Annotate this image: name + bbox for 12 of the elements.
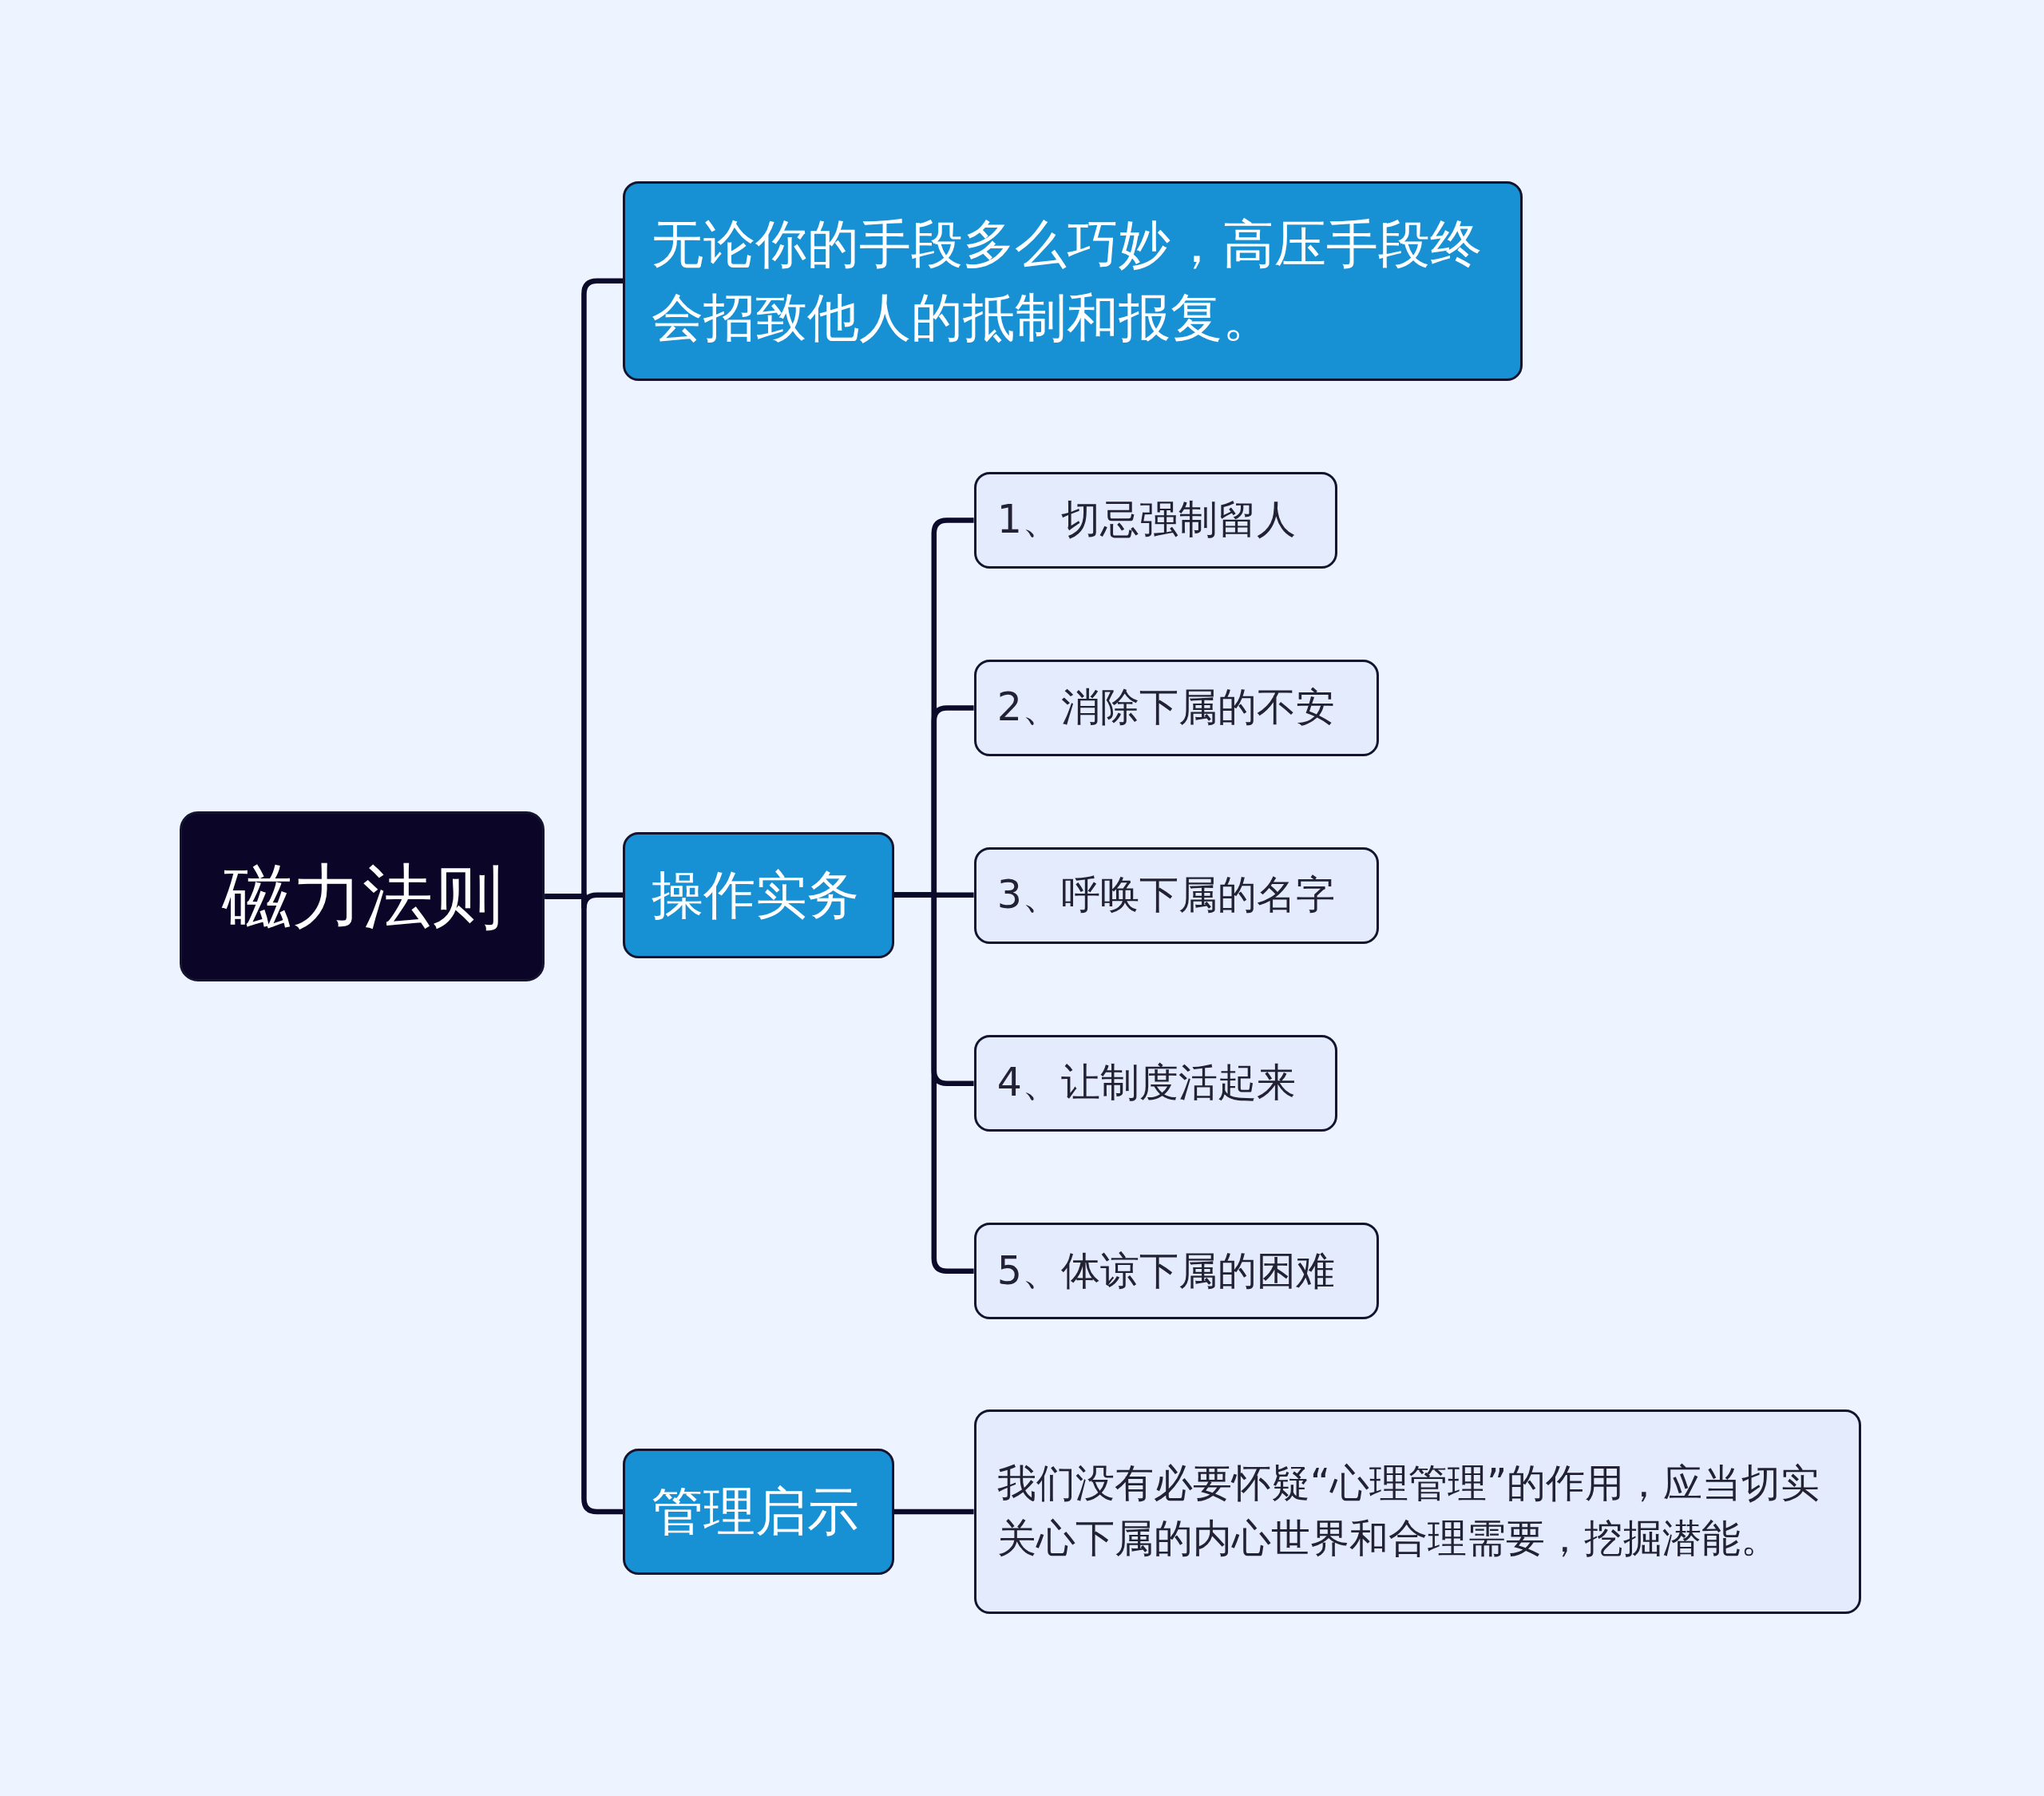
connector-line [894,892,974,1275]
subtopic-box: 1、切忌强制留人 [973,472,1338,569]
root-topic-box: 磁力法则 [180,811,545,982]
subtopic-box: 4、让制度活起来 [973,1035,1338,1132]
subtopic-box: 2、消除下属的不安 [973,660,1380,756]
connector-line [894,1509,974,1515]
subtopic-box: 5、体谅下属的困难 [973,1223,1380,1320]
topic-box: 管理启示 [623,1448,894,1576]
topic-box: 操作实务 [623,831,894,958]
subtopic-box: 我们没有必要怀疑“心理管理”的作用，应当切实关心下属的内心世界和合理需要，挖掘潜能。 [973,1409,1862,1615]
topic-box: 无论你的手段多么巧妙，高压手段终会招致他人的抵制和报复。 [623,180,1523,381]
subtopic-box: 3、呼唤下属的名字 [973,847,1380,945]
